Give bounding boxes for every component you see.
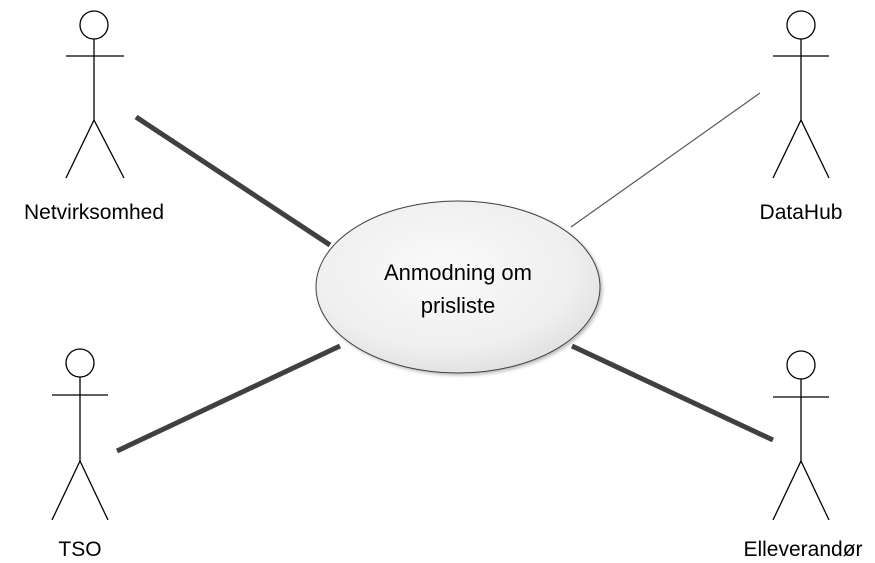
use-case-label-line1: Anmodning om — [384, 260, 532, 285]
association-elleverandor — [570, 343, 775, 443]
actor-datahub[interactable]: DataHub — [760, 10, 843, 224]
association-datahub — [570, 92, 761, 228]
use-case-label-line2: prisliste — [421, 293, 496, 318]
actor-datahub-figure — [772, 10, 830, 179]
actor-elleverandor-figure — [772, 350, 830, 521]
actor-tso[interactable]: TSO — [51, 348, 109, 561]
actor-netvirksomhed-figure — [65, 10, 125, 179]
actor-elleverandor-label: Elleverandør — [743, 538, 862, 561]
use-case-ellipse[interactable] — [315, 200, 601, 374]
actor-tso-label: TSO — [58, 538, 101, 561]
actor-netvirksomhed-label: Netvirksomhed — [24, 201, 164, 224]
actor-datahub-label: DataHub — [760, 201, 843, 224]
actor-elleverandor[interactable]: Elleverandør — [743, 350, 863, 561]
actor-netvirksomhed[interactable]: Netvirksomhed — [24, 10, 164, 224]
actor-tso-figure — [51, 348, 109, 521]
association-tso — [115, 343, 342, 454]
use-case-anmodning-om-prisliste[interactable]: Anmodning om prisliste — [315, 200, 601, 374]
association-netvirksomhed — [134, 114, 332, 248]
